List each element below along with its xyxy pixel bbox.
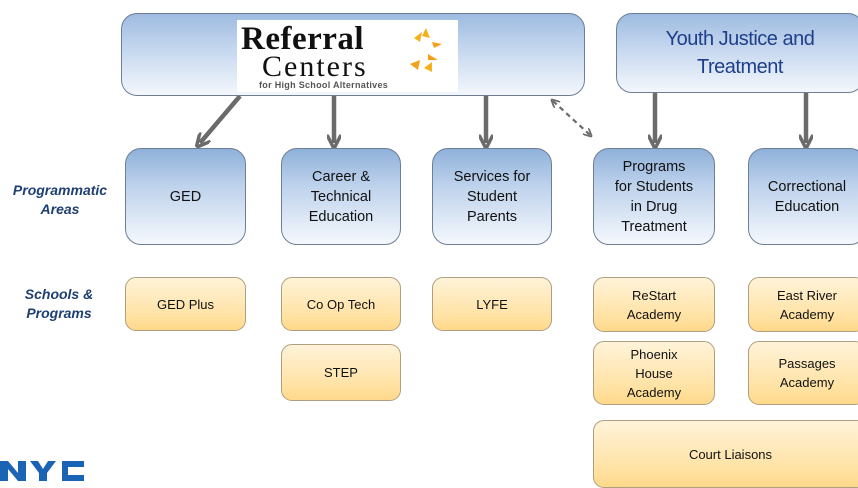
program-ged-plus: GED Plus <box>125 277 246 331</box>
row-label-schools-programs: Schools & Programs <box>24 286 94 321</box>
area-career-technical-education: Career & Technical Education <box>281 148 401 245</box>
program-step: STEP <box>281 344 401 401</box>
program-phoenix-house-academy: Phoenix House Academy <box>593 341 715 405</box>
program-lyfe: LYFE <box>432 277 552 331</box>
nyc-logo-icon <box>0 461 84 481</box>
row-label-programmatic-areas: Programmatic Areas <box>12 182 108 217</box>
area-ged: GED <box>125 148 246 245</box>
logo-line-3: for High School Alternatives <box>259 80 389 90</box>
program-restart-academy: ReStart Academy <box>593 277 715 332</box>
program-east-river-academy: East River Academy <box>748 277 858 332</box>
area-correctional-education: Correctional Education <box>748 148 858 245</box>
referral-centers-logo: Referral Centers for High School Alterna… <box>237 20 458 92</box>
area-services-student-parents: Services for Student Parents <box>432 148 552 245</box>
logo-line-2: Centers <box>262 50 368 83</box>
youth-justice-header: Youth Justice and Treatment <box>616 13 858 93</box>
star-burst-icon <box>410 28 442 72</box>
area-drug-treatment-programs: Programs for Students in Drug Treatment <box>593 148 715 245</box>
program-court-liaisons: Court Liaisons <box>593 420 858 488</box>
program-passages-academy: Passages Academy <box>748 341 858 405</box>
logo-line-1: Referral <box>241 21 365 57</box>
arrow-to-ged <box>200 94 242 143</box>
program-co-op-tech: Co Op Tech <box>281 277 401 331</box>
dashed-double-arrow <box>553 101 590 135</box>
